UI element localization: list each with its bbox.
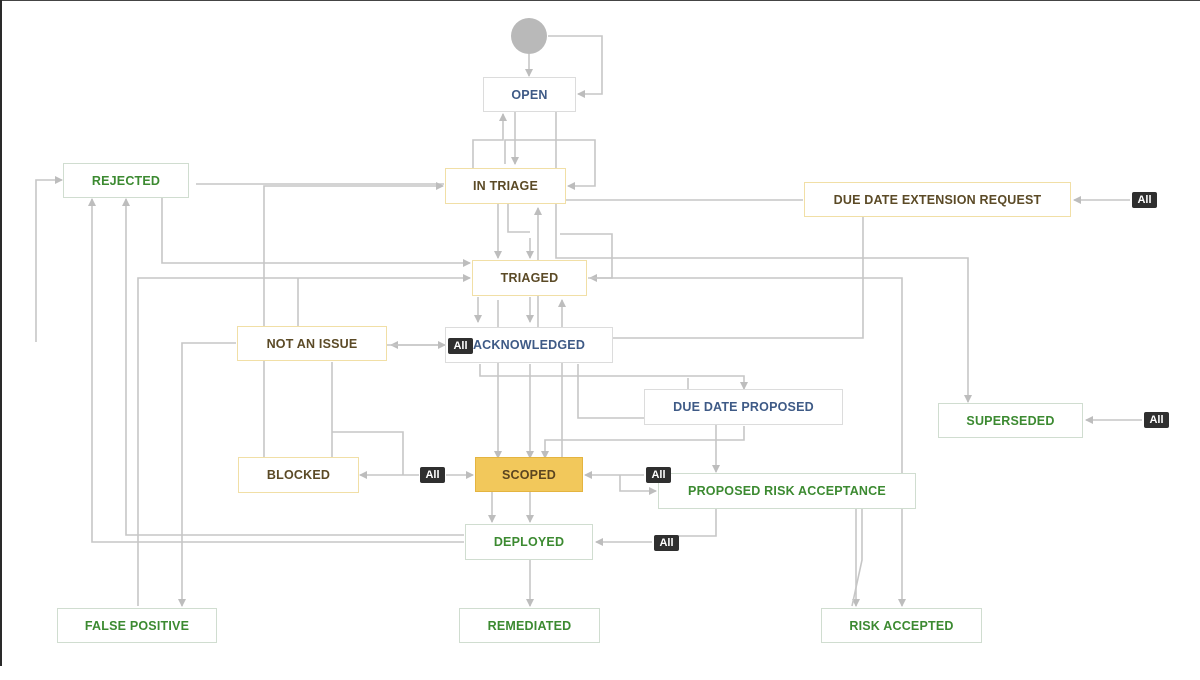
- edge-due-date-ext-in-triage: [494, 199, 803, 259]
- state-triaged-label: TRIAGED: [500, 271, 559, 285]
- state-due-date-extension-request-label: DUE DATE EXTENSION REQUEST: [833, 192, 1042, 207]
- edge-deployed-rejected: [88, 198, 464, 543]
- state-in-triage[interactable]: IN TRIAGE: [445, 168, 566, 204]
- state-false-positive[interactable]: FALSE POSITIVE: [57, 608, 217, 643]
- edge-not-issue-false-positive: [178, 342, 236, 607]
- state-rejected[interactable]: REJECTED: [63, 163, 189, 198]
- state-not-an-issue[interactable]: NOT AN ISSUE: [237, 326, 387, 361]
- state-due-date-proposed[interactable]: DUE DATE PROPOSED: [644, 389, 843, 425]
- state-blocked-label: BLOCKED: [266, 468, 331, 482]
- edge-open-superseded: [555, 112, 972, 403]
- state-rejected-label: REJECTED: [91, 173, 161, 188]
- state-due-date-proposed-label: DUE DATE PROPOSED: [673, 400, 814, 414]
- edge-in-triage-triaged-2: [507, 204, 530, 233]
- state-superseded[interactable]: SUPERSEDED: [938, 403, 1083, 438]
- state-triaged[interactable]: TRIAGED: [472, 260, 587, 296]
- edge-blocked-in-triage: [263, 182, 444, 457]
- state-proposed-risk-acceptance-label: PROPOSED RISK ACCEPTANCE: [688, 484, 886, 498]
- state-in-triage-label: IN TRIAGE: [473, 179, 538, 193]
- state-scoped[interactable]: SCOPED: [475, 457, 583, 492]
- all-badge-acknowledged[interactable]: All: [448, 338, 473, 354]
- all-badge-scoped-left[interactable]: All: [420, 467, 445, 483]
- edge-proposed-risk-deployed: [664, 509, 717, 537]
- edge-due-date-proposed-scoped: [541, 426, 745, 459]
- edge-rejected-triaged: [161, 196, 471, 267]
- state-risk-accepted[interactable]: RISK ACCEPTED: [821, 608, 982, 643]
- edge-start-open-loop: [548, 35, 603, 98]
- start-node: [511, 18, 547, 54]
- edge-deployed-rejected-2: [122, 198, 464, 536]
- state-false-positive-label: FALSE POSITIVE: [84, 618, 190, 633]
- all-badge-label: All: [659, 537, 674, 549]
- state-remediated-label: REMEDIATED: [487, 618, 572, 633]
- edge-open-in-triage-loop: [504, 139, 596, 190]
- state-acknowledged[interactable]: ACKNOWLEDGED: [445, 327, 613, 363]
- all-badge-label: All: [651, 469, 666, 481]
- all-badge-superseded[interactable]: All: [1144, 412, 1169, 428]
- state-scoped-label: SCOPED: [502, 467, 556, 482]
- state-deployed[interactable]: DEPLOYED: [465, 524, 593, 560]
- all-badge-deployed[interactable]: All: [654, 535, 679, 551]
- state-blocked[interactable]: BLOCKED: [238, 457, 359, 493]
- edge-scoped-proposed-risk: [619, 475, 657, 495]
- edge-to-rejected: [35, 176, 63, 342]
- all-badge-scoped-right[interactable]: All: [646, 467, 671, 483]
- state-open[interactable]: OPEN: [483, 77, 576, 112]
- state-remediated[interactable]: REMEDIATED: [459, 608, 600, 643]
- state-risk-accepted-label: RISK ACCEPTED: [849, 618, 954, 633]
- edge-in-triage-open: [472, 113, 507, 168]
- state-not-an-issue-label: NOT AN ISSUE: [266, 336, 358, 351]
- edge-acknowledged-due-date-proposed: [479, 364, 748, 390]
- state-acknowledged-label: ACKNOWLEDGED: [472, 338, 586, 352]
- state-open-label: OPEN: [511, 87, 548, 102]
- all-badge-due-date-extension[interactable]: All: [1132, 192, 1157, 208]
- edge-blocked-scoped-loop: [332, 431, 404, 475]
- frame-bottom-strip: [0, 666, 1200, 680]
- edge-group: [35, 35, 1142, 607]
- state-deployed-label: DEPLOYED: [493, 535, 565, 549]
- frame-border-left: [0, 0, 2, 680]
- all-badge-label: All: [425, 469, 440, 481]
- all-badge-label: All: [453, 340, 468, 352]
- frame-border-top: [0, 0, 1200, 1]
- edge-proposed-risk-accepted-2: [851, 509, 863, 607]
- edge-to-false-positive-left: [137, 274, 471, 606]
- all-badge-label: All: [1149, 414, 1164, 426]
- state-proposed-risk-acceptance[interactable]: PROPOSED RISK ACCEPTANCE: [658, 473, 916, 509]
- edge-triaged-risk-accepted: [588, 277, 906, 607]
- state-superseded-label: SUPERSEDED: [966, 413, 1055, 428]
- state-due-date-extension-request[interactable]: DUE DATE EXTENSION REQUEST: [804, 182, 1071, 217]
- all-badge-label: All: [1137, 194, 1152, 206]
